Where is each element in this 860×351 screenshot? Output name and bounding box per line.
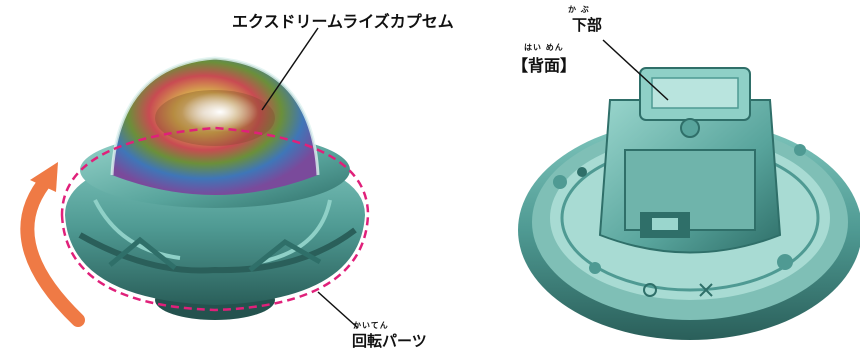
rotation-arrow-icon [20, 162, 85, 327]
bottom-label: 下部 [572, 16, 603, 34]
rotating-part-ruby: かいてん [353, 321, 389, 330]
front-device [60, 27, 370, 329]
back-device [518, 39, 860, 340]
rotating-part-label: 回転パーツ [352, 332, 427, 350]
capsule-label: エクスドリームライズカプセム [232, 12, 454, 31]
back-view-ruby: はい めん [524, 43, 564, 52]
bottom-ruby: か ぶ [568, 5, 590, 14]
back-view-label: 【背面】 [512, 56, 577, 75]
